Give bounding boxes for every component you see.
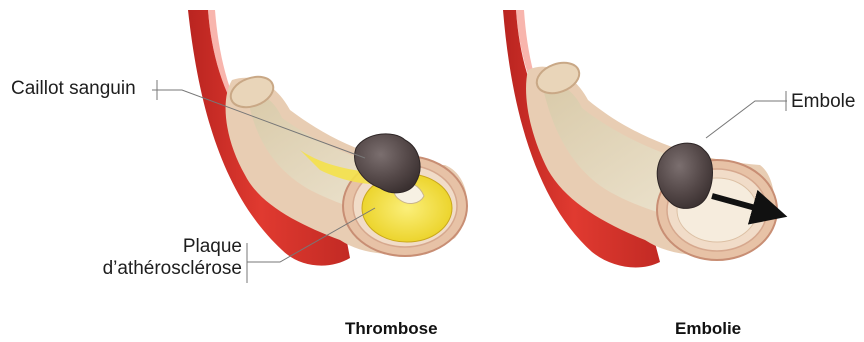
label-embole: Embole — [791, 91, 855, 113]
embole-leader-line — [706, 101, 787, 138]
caption-embolie: Embolie — [675, 319, 741, 339]
label-plaque-line1: Plaque — [168, 236, 242, 258]
label-plaque: Plaque d’athérosclérose — [168, 236, 242, 280]
label-plaque-line2: d’athérosclérose — [18, 258, 242, 280]
thrombose-artery — [188, 10, 467, 266]
label-blood-clot: Caillot sanguin — [11, 78, 136, 100]
caption-thrombose: Thrombose — [345, 319, 438, 339]
embolie-artery — [503, 10, 777, 267]
